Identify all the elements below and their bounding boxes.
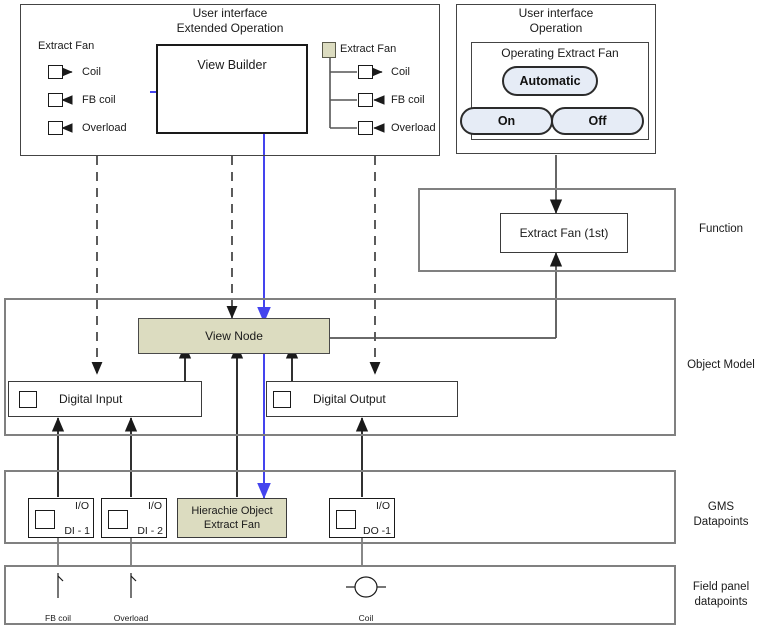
item-label-fbcoil-left: FB coil — [82, 94, 116, 106]
datapoint-do-1-type: I/O — [375, 500, 390, 512]
output-arrow-icon-do1 — [336, 510, 356, 529]
input-arrow-icon-overload — [48, 121, 63, 135]
function-block-extract-fan[interactable]: Extract Fan (1st) — [500, 213, 628, 253]
layer-frame-function — [418, 188, 676, 272]
panel-extended-operation — [20, 4, 440, 156]
item-label-overload-left: Overload — [82, 122, 127, 134]
field-point-label-overload: Overload — [113, 613, 149, 623]
datapoint-di-1-name: DI - 1 — [64, 525, 90, 537]
datapoint-di-1-type: I/O — [74, 500, 89, 512]
item-label-coil-left: Coil — [82, 66, 101, 78]
operating-extract-fan-label: Operating Extract Fan — [501, 46, 619, 60]
view-builder-label: View Builder — [197, 58, 267, 72]
layer-frame-field-panel — [4, 565, 676, 625]
layer-label-gms-datapoints-line1: GMS — [707, 501, 735, 513]
datapoint-di-2-name: DI - 2 — [137, 525, 163, 537]
operating-extract-fan-group — [471, 42, 649, 140]
input-arrow-icon-fbcoil-tree — [358, 93, 373, 107]
item-label-fbcoil-tree: FB coil — [391, 94, 425, 106]
datapoint-hierarchy-object[interactable]: Hierachie Object Extract Fan — [177, 498, 287, 538]
tree-root-label: Extract Fan — [340, 43, 397, 55]
input-arrow-icon-digitalinput — [19, 390, 37, 408]
output-arrow-icon-coil — [48, 65, 63, 79]
digital-input-box[interactable]: Digital Input — [8, 381, 202, 417]
datapoint-di-1[interactable]: I/O DI - 1 — [28, 498, 94, 538]
view-node-box[interactable]: View Node — [138, 318, 330, 354]
off-button[interactable]: Off — [551, 107, 644, 135]
on-button[interactable]: On — [460, 107, 553, 135]
digital-output-label: Digital Output — [313, 392, 386, 406]
layer-frame-object-model — [4, 298, 676, 436]
field-point-label-coil: Coil — [358, 613, 374, 623]
layer-frame-gms-datapoints — [4, 470, 676, 544]
panel-extended-operation-title-line1: User interface — [192, 6, 268, 20]
tree-root-swatch-icon — [322, 42, 336, 58]
field-point-label-fbcoil: FB coil — [45, 613, 71, 623]
datapoint-do-1[interactable]: I/O DO -1 — [329, 498, 395, 538]
automatic-button[interactable]: Automatic — [502, 66, 598, 96]
input-arrow-icon-di2 — [108, 510, 128, 529]
input-arrow-icon-di1 — [35, 510, 55, 529]
on-button-label: On — [497, 114, 516, 128]
view-node-label: View Node — [205, 329, 263, 343]
hierarchy-object-line2: Extract Fan — [203, 519, 261, 531]
extract-fan-group-label: Extract Fan — [38, 40, 95, 52]
panel-operation-title-line2: Operation — [529, 21, 583, 35]
panel-operation-title-line1: User interface — [518, 6, 594, 20]
datapoint-do-1-name: DO -1 — [362, 525, 391, 537]
layer-label-field-panel-line1: Field panel — [692, 581, 750, 593]
item-label-overload-tree: Overload — [391, 122, 436, 134]
layer-label-function: Function — [698, 223, 744, 235]
automatic-button-label: Automatic — [519, 74, 581, 88]
datapoint-di-2-type: I/O — [147, 500, 162, 512]
output-arrow-icon-coil-tree — [358, 65, 373, 79]
digital-input-label: Digital Input — [59, 392, 123, 406]
off-button-label: Off — [588, 114, 607, 128]
hierarchy-object-line1: Hierachie Object — [191, 505, 273, 517]
function-block-label: Extract Fan (1st) — [519, 226, 609, 240]
item-label-coil-tree: Coil — [391, 66, 410, 78]
input-arrow-icon-overload-tree — [358, 121, 373, 135]
layer-label-field-panel-line2: datapoints — [694, 596, 748, 608]
output-arrow-icon-digitaloutput — [273, 390, 291, 408]
layer-label-gms-datapoints-line2: Datapoints — [693, 516, 749, 528]
layer-label-object-model: Object Model — [687, 359, 755, 371]
panel-operation — [456, 4, 656, 154]
input-arrow-icon-fbcoil — [48, 93, 63, 107]
datapoint-di-2[interactable]: I/O DI - 2 — [101, 498, 167, 538]
panel-extended-operation-title-line2: Extended Operation — [176, 21, 284, 35]
view-builder-box[interactable]: View Builder — [156, 44, 308, 134]
digital-output-box[interactable]: Digital Output — [266, 381, 458, 417]
